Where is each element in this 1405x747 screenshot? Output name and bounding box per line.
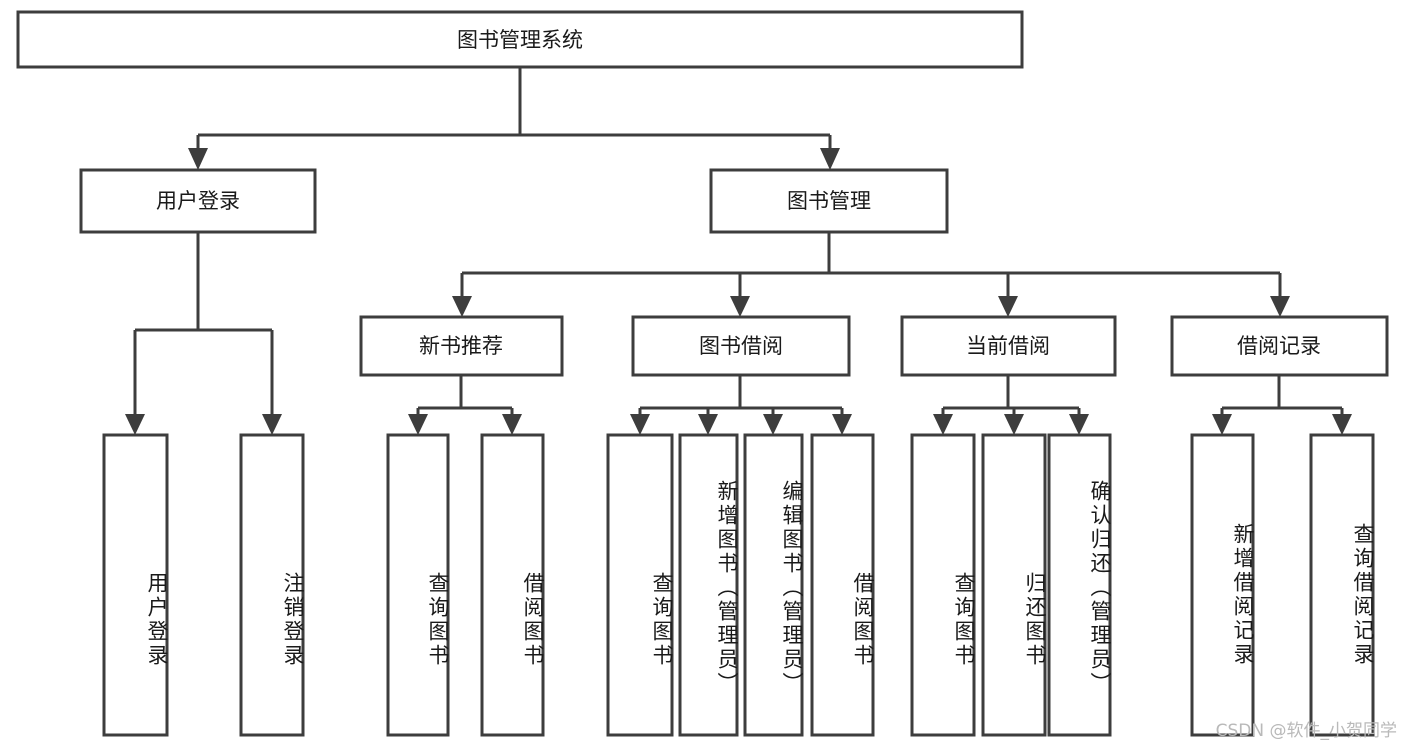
arrow-to-book-borrow: [730, 296, 750, 317]
node-leaf-user-logout-label: 注销登录: [281, 572, 305, 668]
node-book-manage-label: 图书管理: [787, 189, 871, 213]
arrow-to-leaf-borrow-book-1: [502, 414, 522, 435]
arrow-to-leaf-user-logout: [262, 414, 282, 435]
node-borrow-record-label: 借阅记录: [1237, 334, 1321, 358]
connector-bookborrow-bus: [638, 375, 844, 417]
arrow-to-current-borrow: [998, 296, 1018, 317]
node-book-borrow-box[interactable]: [631, 315, 851, 377]
node-leaf-borrow-book-2-label: 借阅图书: [851, 572, 875, 668]
node-leaf-edit-book-label: 编辑图书（管理员）: [780, 479, 804, 696]
node-root-box[interactable]: [16, 10, 1024, 69]
node-leaf-query-record-box[interactable]: [1309, 433, 1375, 737]
connector-newbook-bus: [416, 375, 514, 417]
node-leaf-borrow-book-1-box[interactable]: [480, 433, 545, 737]
node-leaf-user-logout-box[interactable]: [239, 433, 305, 737]
arrow-to-new-book-recommend: [452, 296, 472, 317]
node-new-book-recommend-label: 新书推荐: [419, 334, 503, 358]
node-leaf-query-book-2-box[interactable]: [606, 433, 674, 737]
node-leaf-add-record-box[interactable]: [1190, 433, 1255, 737]
node-book-manage-box[interactable]: [709, 168, 949, 234]
node-leaf-add-record-label: 新增借阅记录: [1231, 523, 1255, 667]
node-new-book-recommend-box[interactable]: [359, 315, 564, 377]
arrow-to-leaf-query-book-1: [408, 414, 428, 435]
node-current-borrow-box[interactable]: [900, 315, 1117, 377]
node-leaf-confirm-return-box[interactable]: [1047, 433, 1112, 737]
node-user-login-label: 用户登录: [156, 189, 240, 213]
node-leaf-query-book-3-label: 查询图书: [952, 572, 976, 668]
node-leaf-confirm-return-label: 确认归还（管理员）: [1088, 479, 1112, 696]
node-leaf-add-book-box[interactable]: [678, 433, 739, 737]
node-book-borrow-label: 图书借阅: [699, 334, 783, 358]
arrow-to-borrow-record: [1270, 296, 1290, 317]
arrow-to-leaf-user-login: [125, 414, 145, 435]
node-leaf-user-login-box[interactable]: [102, 433, 169, 737]
node-current-borrow-label: 当前借阅: [966, 334, 1050, 358]
node-leaf-query-book-1-box[interactable]: [386, 433, 450, 737]
arrowhead-layer: [125, 148, 1352, 435]
node-user-login-box[interactable]: [79, 168, 317, 234]
arrow-to-leaf-add-book: [698, 414, 718, 435]
node-root-label: 图书管理系统: [457, 28, 583, 52]
arrow-to-leaf-return-book: [1004, 414, 1024, 435]
node-leaf-borrow-book-2-box[interactable]: [810, 433, 875, 737]
node-leaf-edit-book-box[interactable]: [743, 433, 804, 737]
arrow-to-leaf-edit-book: [763, 414, 783, 435]
node-box-layer: 图书管理系统 用户登录 图书管理 新书推荐 图书借阅 当前借阅 借阅记录: [16, 10, 1389, 737]
connector-root-bus: [196, 67, 832, 152]
node-leaf-add-book-label: 新增图书（管理员）: [715, 479, 739, 696]
node-leaf-query-book-3-box[interactable]: [910, 433, 976, 737]
arrow-to-leaf-query-book-3: [933, 414, 953, 435]
node-leaf-borrow-book-1-label: 借阅图书: [521, 572, 545, 668]
connector-bookmanage-bus: [460, 232, 1282, 299]
connector-userlogin-bus: [133, 232, 274, 417]
arrow-to-leaf-query-record: [1332, 414, 1352, 435]
arrow-to-leaf-query-book-2: [630, 414, 650, 435]
arrow-to-leaf-confirm-return: [1069, 414, 1089, 435]
arrow-to-user-login: [188, 148, 208, 170]
node-borrow-record-box[interactable]: [1170, 315, 1389, 377]
arrow-to-leaf-borrow-book-2: [832, 414, 852, 435]
connector-currentborrow-bus: [941, 375, 1081, 417]
node-leaf-query-book-2-label: 查询图书: [650, 572, 674, 668]
connector-layer: [133, 67, 1344, 417]
csdn-watermark: CSDN @软件_小贺同学: [1215, 721, 1397, 741]
node-leaf-query-record-label: 查询借阅记录: [1351, 523, 1375, 667]
node-leaf-return-book-box[interactable]: [981, 433, 1047, 737]
arrow-to-leaf-add-record: [1212, 414, 1232, 435]
arrow-to-book-manage: [820, 148, 840, 170]
node-leaf-query-book-1-label: 查询图书: [426, 572, 450, 668]
node-leaf-user-login-label: 用户登录: [145, 572, 169, 668]
connector-borrowrecord-bus: [1220, 375, 1344, 417]
node-leaf-return-book-label: 归还图书: [1023, 572, 1047, 668]
